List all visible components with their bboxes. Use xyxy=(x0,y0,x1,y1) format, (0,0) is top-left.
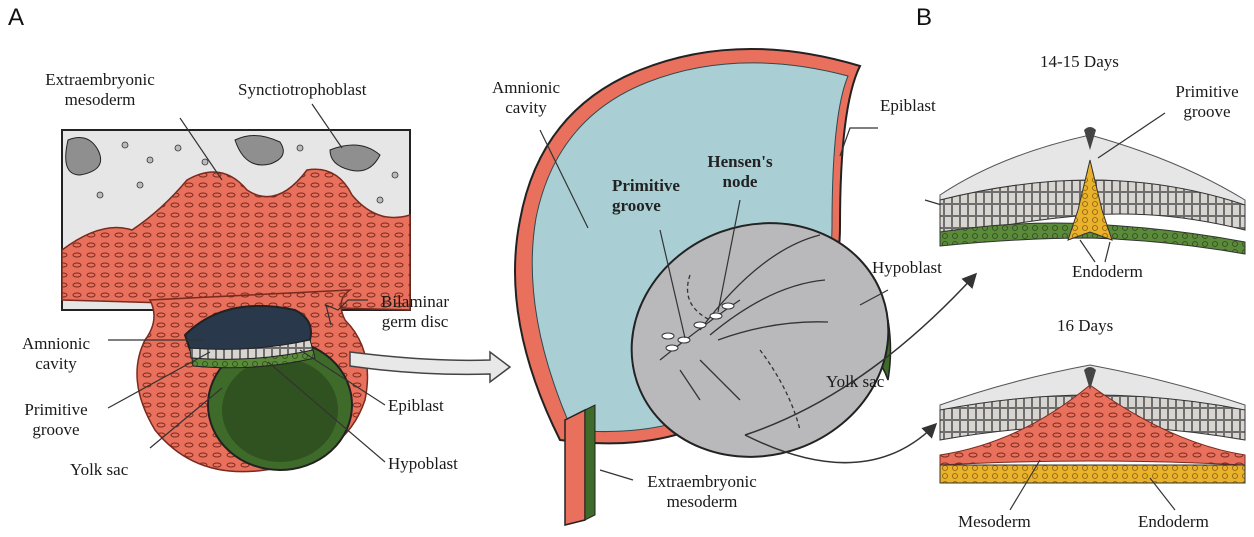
extraembryonic-strip xyxy=(565,410,585,525)
label-line: mesoderm xyxy=(30,90,170,110)
label-line: Primitive xyxy=(1160,82,1254,102)
label-mesoderm: Mesoderm xyxy=(958,512,1031,532)
label-endoderm-top: Endoderm xyxy=(1072,262,1143,282)
label-line: groove xyxy=(612,196,680,216)
label-yolk-sac-center: Yolk sac xyxy=(826,372,884,392)
label-bilaminar-germ-disc: Bilaminar germ disc xyxy=(370,292,460,332)
panel-center-illustration xyxy=(515,49,975,525)
label-line: Extraembryonic xyxy=(632,472,772,492)
label-epiblast-center: Epiblast xyxy=(880,96,936,116)
label-line: mesoderm xyxy=(632,492,772,512)
panel-letter-a: A xyxy=(8,4,24,32)
label-line: Primitive xyxy=(612,176,680,196)
label-primitive-groove-a: Primitive groove xyxy=(8,400,104,440)
label-line: groove xyxy=(8,420,104,440)
yolk-sac-interior xyxy=(222,358,338,462)
label-line: Amnionic xyxy=(8,334,104,354)
label-amnionic-cavity-center: Amnionic cavity xyxy=(478,78,574,118)
label-line: groove xyxy=(1160,102,1254,122)
magnify-arrow xyxy=(350,352,510,382)
label-line: Bilaminar xyxy=(370,292,460,312)
label-yolk-sac-a: Yolk sac xyxy=(70,460,128,480)
label-amnionic-cavity-a: Amnionic cavity xyxy=(8,334,104,374)
label-line: cavity xyxy=(8,354,104,374)
label-line: Hensen's xyxy=(700,152,780,172)
endoderm-bottom xyxy=(940,465,1245,483)
label-line: Extraembryonic xyxy=(30,70,170,90)
label-primitive-groove-center: Primitive groove xyxy=(612,176,680,216)
label-hypoblast-a: Hypoblast xyxy=(388,454,458,474)
label-line: germ disc xyxy=(370,312,460,332)
label-extraembryonic-mesoderm-a: Extraembryonic mesoderm xyxy=(30,70,170,110)
label-extraembryonic-mesoderm-center: Extraembryonic mesoderm xyxy=(632,472,772,512)
label-14-15-days: 14-15 Days xyxy=(1040,52,1119,72)
label-line: Primitive xyxy=(8,400,104,420)
label-line: node xyxy=(700,172,780,192)
label-hensens-node: Hensen's node xyxy=(700,152,780,192)
label-syncytiotrophoblast: Synctiotrophoblast xyxy=(238,80,366,100)
label-line: cavity xyxy=(478,98,574,118)
panel-b-top-illustration xyxy=(940,113,1245,262)
panel-b-bottom-illustration xyxy=(940,365,1245,510)
label-16-days: 16 Days xyxy=(1057,316,1113,336)
label-line: Amnionic xyxy=(478,78,574,98)
panel-a-illustration xyxy=(62,104,510,472)
label-hypoblast-center: Hypoblast xyxy=(872,258,942,278)
label-endoderm-bottom: Endoderm xyxy=(1138,512,1209,532)
label-primitive-groove-b: Primitive groove xyxy=(1160,82,1254,122)
panel-letter-b: B xyxy=(916,4,932,32)
extraembryonic-strip-green xyxy=(585,405,595,520)
label-epiblast-a: Epiblast xyxy=(388,396,444,416)
